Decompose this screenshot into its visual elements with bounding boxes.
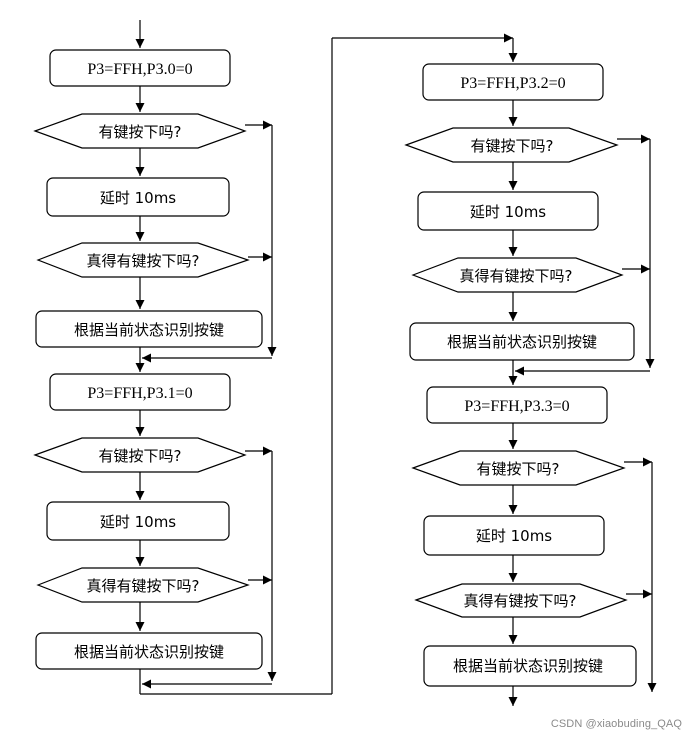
- identify-key-box-1-label: 根据当前状态识别按键: [74, 643, 224, 661]
- key-pressed-decision-0-label: 有键按下吗?: [99, 123, 182, 141]
- delay-box-3: [423, 515, 605, 556]
- delay-box-0: [46, 177, 230, 217]
- delay-box-1-label: 延时 10ms: [100, 513, 176, 531]
- delay-box-1: [46, 501, 230, 541]
- watermark: CSDN @xiaobuding_QAQ: [550, 718, 682, 730]
- confirm-key-decision-1: [36, 567, 250, 603]
- confirm-key-decision-2-label: 真得有键按下吗?: [460, 267, 573, 285]
- identify-key-box-2-label: 根据当前状态识别按键: [447, 333, 597, 351]
- identify-key-box-3-label: 根据当前状态识别按键: [453, 657, 603, 675]
- set-port-p32-label: P3=FFH,P3.2=0: [460, 75, 565, 92]
- identify-key-box-0-label: 根据当前状态识别按键: [74, 321, 224, 339]
- key-pressed-decision-0: [33, 113, 247, 149]
- identify-key-box-1: [35, 632, 263, 670]
- confirm-key-decision-3-label: 真得有键按下吗?: [464, 592, 577, 610]
- key-pressed-decision-1: [33, 437, 247, 473]
- confirm-key-decision-2: [411, 257, 624, 293]
- confirm-key-decision-0: [36, 242, 250, 278]
- set-port-p30-label: P3=FFH,P3.0=0: [87, 61, 192, 78]
- identify-key-box-3: [423, 645, 637, 687]
- confirm-key-decision-0-label: 真得有键按下吗?: [87, 252, 200, 270]
- key-pressed-decision-2: [404, 127, 619, 163]
- key-pressed-decision-1-label: 有键按下吗?: [99, 447, 182, 465]
- confirm-key-decision-1-label: 真得有键按下吗?: [87, 577, 200, 595]
- delay-box-2: [417, 191, 599, 231]
- set-port-p31-label: P3=FFH,P3.1=0: [87, 385, 192, 402]
- set-port-p33-box: [426, 386, 608, 424]
- delay-box-3-label: 延时 10ms: [476, 527, 552, 545]
- confirm-key-decision-3: [414, 583, 628, 618]
- identify-key-box-2: [409, 322, 635, 361]
- key-pressed-decision-3-label: 有键按下吗?: [477, 460, 560, 478]
- delay-box-2-label: 延时 10ms: [470, 203, 546, 221]
- delay-box-0-label: 延时 10ms: [100, 189, 176, 207]
- set-port-p33-label: P3=FFH,P3.3=0: [464, 398, 569, 415]
- identify-key-box-0: [35, 310, 263, 348]
- key-pressed-decision-3: [411, 450, 626, 486]
- key-pressed-decision-2-label: 有键按下吗?: [471, 137, 554, 155]
